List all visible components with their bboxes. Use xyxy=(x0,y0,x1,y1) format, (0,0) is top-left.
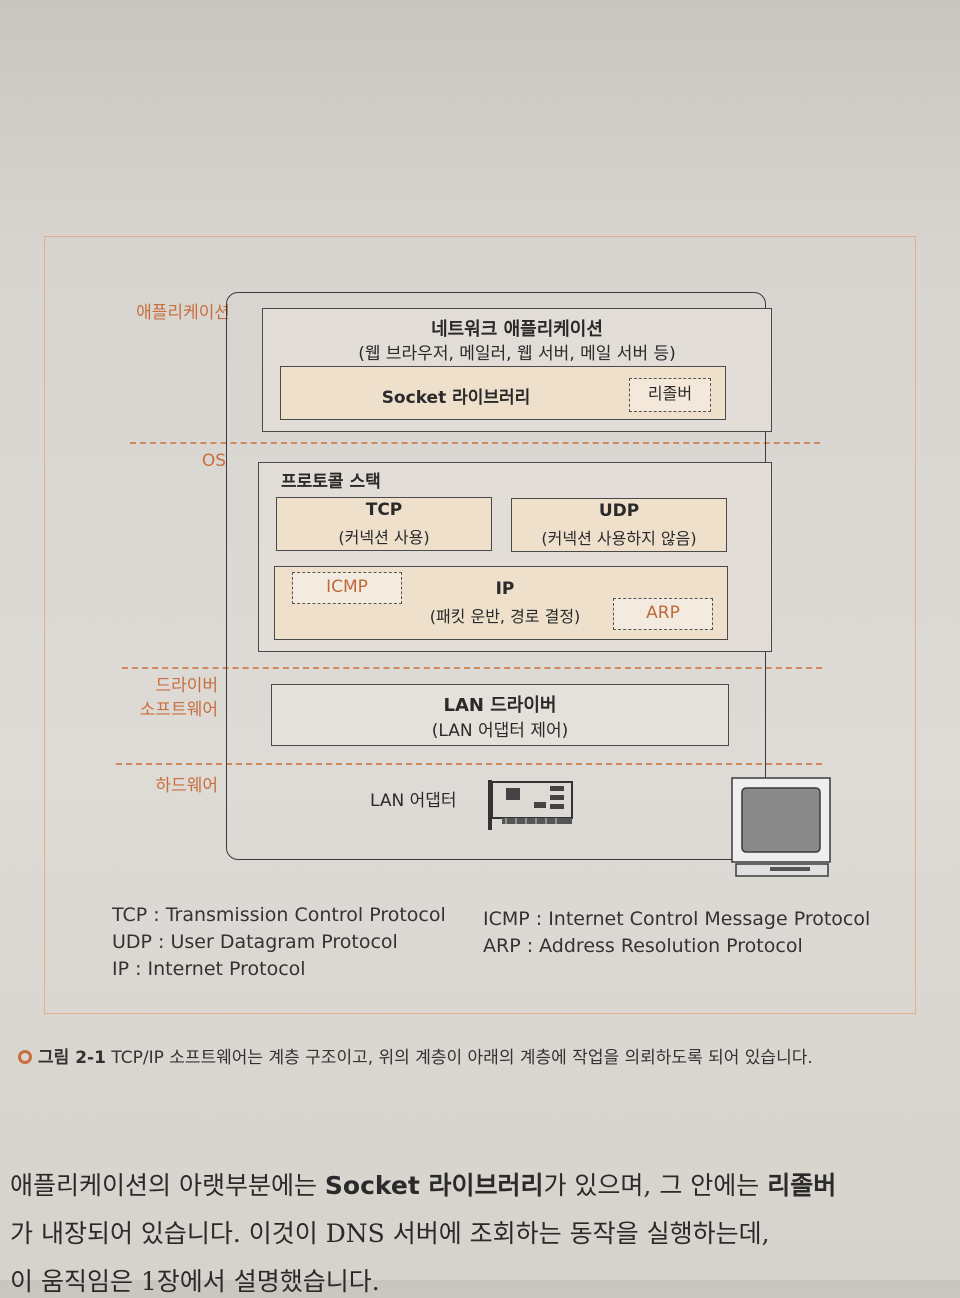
network-app-subtitle: (웹 브라우저, 메일러, 웹 서버, 메일 서버 등) xyxy=(358,344,676,364)
layer-label-application: 애플리케이션 xyxy=(136,303,230,323)
layer-label-driver-2: 소프트웨어 xyxy=(139,700,218,720)
ip-subtitle: (패킷 운반, 경로 결정) xyxy=(429,607,581,626)
icmp-box: ICMP xyxy=(292,572,402,604)
resolver-box: 리졸버 xyxy=(629,378,711,412)
body-line-3: 이 움직임은 1장에서 설명했습니다. xyxy=(10,1267,380,1296)
socket-library-label: Socket 라이브러리 xyxy=(381,388,531,408)
lan-driver-title: LAN 드라이버 xyxy=(443,695,557,716)
lan-adapter-label: LAN 어댑터 xyxy=(370,791,457,811)
lan-adapter-card-icon xyxy=(484,776,580,832)
network-app-title: 네트워크 애플리케이션 xyxy=(431,319,603,340)
caption-bullet-icon xyxy=(18,1050,32,1064)
lan-driver-box: LAN 드라이버 (LAN 어댑터 제어) xyxy=(271,684,729,746)
separator-driver-hardware xyxy=(116,763,822,765)
layer-label-hardware: 하드웨어 xyxy=(155,776,218,796)
body-line-1-a: 애플리케이션의 아랫부분에는 xyxy=(10,1171,325,1200)
legend-ip: IP : Internet Protocol xyxy=(112,958,306,980)
arp-box: ARP xyxy=(613,598,713,630)
tcp-title: TCP xyxy=(365,500,403,520)
tcp-subtitle: (커넥션 사용) xyxy=(338,528,430,547)
legend-udp: UDP : User Datagram Protocol xyxy=(112,931,398,953)
layer-label-os: OS xyxy=(201,451,226,471)
protocol-stack-title: 프로토콜 스택 xyxy=(281,472,381,492)
legend-icmp: ICMP : Internet Control Message Protocol xyxy=(483,908,871,930)
body-line-2: 가 내장되어 있습니다. 이것이 DNS 서버에 조회하는 동작을 실행하는데, xyxy=(10,1219,770,1248)
caption-text: TCP/IP 소프트웨어는 계층 구조이고, 위의 계층이 아래의 계층에 작업… xyxy=(111,1048,813,1068)
udp-title: UDP xyxy=(598,501,640,521)
separator-app-os xyxy=(130,442,820,444)
body-term-socket: Socket 라이브러리 xyxy=(324,1171,544,1200)
legend-tcp: TCP : Transmission Control Protocol xyxy=(112,904,446,926)
layer-label-driver-1: 드라이버 xyxy=(155,676,218,696)
separator-os-driver xyxy=(122,667,822,669)
body-line-1-c: 가 있으며, 그 안에는 xyxy=(543,1171,768,1200)
lan-driver-subtitle: (LAN 어댑터 제어) xyxy=(431,721,569,741)
udp-box: UDP (커넥션 사용하지 않음) xyxy=(511,498,727,552)
figure-frame xyxy=(44,236,916,1014)
caption-label: 그림 2-1 xyxy=(38,1048,106,1068)
figure-caption: 그림 2-1 TCP/IP 소프트웨어는 계층 구조이고, 위의 계층이 아래의… xyxy=(18,1044,938,1072)
body-term-resolver: 리졸버 xyxy=(767,1171,837,1200)
computer-monitor-icon xyxy=(730,776,834,880)
body-line-1: 애플리케이션의 아랫부분에는 Socket 라이브러리가 있으며, 그 안에는 … xyxy=(10,1166,950,1202)
udp-subtitle: (커넥션 사용하지 않음) xyxy=(541,529,697,548)
ip-title: IP xyxy=(495,579,515,599)
legend-arp: ARP : Address Resolution Protocol xyxy=(483,935,803,957)
tcp-box: TCP (커넥션 사용) xyxy=(276,497,492,551)
